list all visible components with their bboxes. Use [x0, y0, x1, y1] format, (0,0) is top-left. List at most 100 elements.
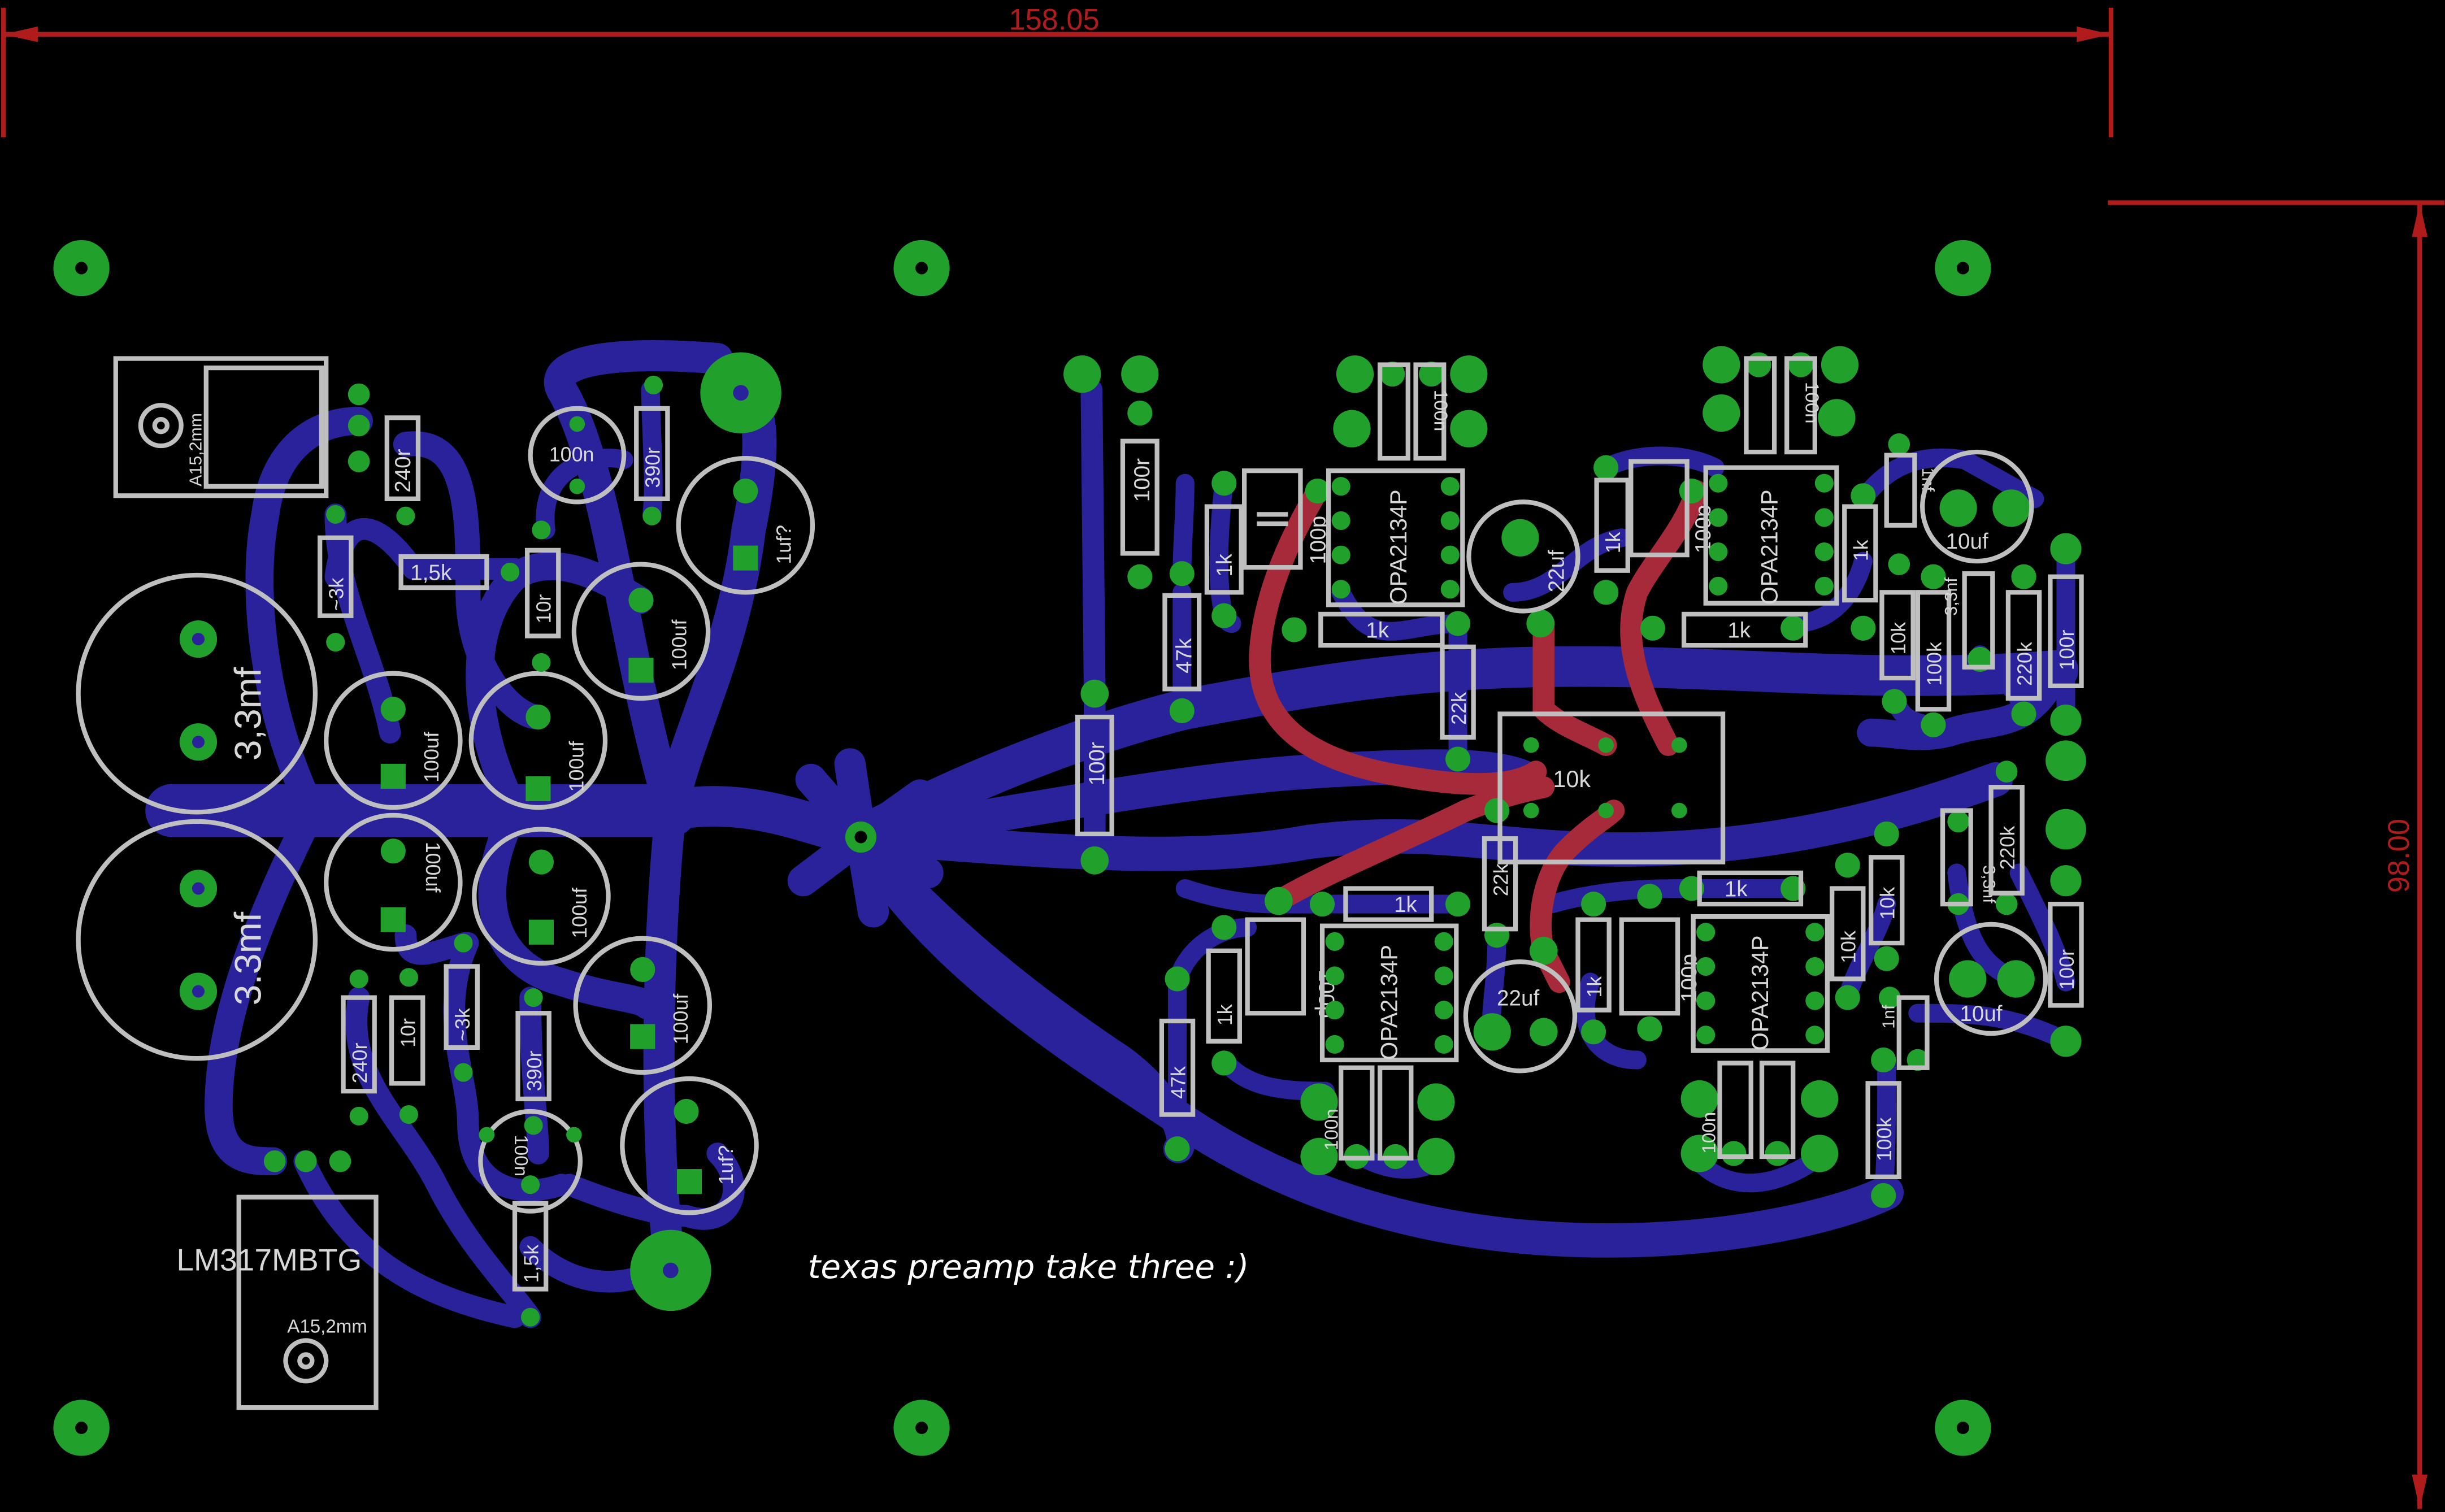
cap-100n-c: 100n	[1322, 1065, 1414, 1161]
cap-10uf-a: 10uf	[1920, 449, 2034, 564]
resistor-240r-bottom-label: 240r	[349, 1043, 371, 1084]
resistor-240r-top-label: 240r	[391, 449, 415, 492]
resistor-1k-h: 1k	[1575, 917, 1612, 1013]
board-caption: texas preamp take three :)	[808, 1248, 1249, 1286]
dimension-width: 158.05	[1, 3, 2114, 137]
resistor-1k-e: 1k	[1842, 504, 1878, 603]
cap-100uf-a-label: 100uf	[668, 619, 690, 670]
cap-3-3nf-a: 3,3nf	[1942, 571, 1995, 670]
resistor-3k-top-label: ~3k	[325, 578, 348, 611]
resistor-10r-bottom: 10r	[389, 995, 425, 1086]
cap-3-3mf-bottom-label: 3.3mf	[227, 911, 269, 1005]
resistor-1k-c: 1k	[1594, 477, 1630, 573]
resistor-1k-e-label: 1k	[1850, 540, 1873, 561]
cap-1nf-b: 1nf	[1880, 995, 1930, 1070]
cap-1uf-bottom-label: 1uf?	[715, 1145, 737, 1185]
resistor-1k-g-label: 1k	[1214, 1004, 1236, 1026]
resistor-1-5k-top-label: 1,5k	[410, 561, 452, 585]
opamp-ic-4: OPA2134P	[1691, 914, 1830, 1053]
cap-100n-a: 100n	[1377, 362, 1451, 461]
resistor-10k-b-label: 10k	[1838, 931, 1860, 963]
resistor-100r-b: 100r	[1075, 714, 1114, 837]
regulator-bottom-name: LM317MBTG	[176, 1242, 362, 1277]
cap-100n-b-label: 100n	[1801, 382, 1822, 424]
cap-100uf-d-label: 100uf	[422, 842, 444, 893]
resistor-3k-bottom: ~3k	[444, 964, 480, 1050]
dimension-height-label: 98.00	[2383, 819, 2416, 893]
resistor-1k-a-label: 1k	[1213, 553, 1237, 576]
regulator-top-package: A15,2mm	[187, 413, 206, 486]
resistor-100k-b-label: 100k	[1873, 1117, 1896, 1161]
cap-22uf-b-label: 22uf	[1497, 986, 1539, 1010]
resistor-3k-bottom-label: ~3k	[451, 1008, 474, 1041]
resistor-1k-b: 1k	[1318, 611, 1445, 648]
psu-section: A15,2mm 3,3mf 3.3mf 240r ~3k 1,5k	[76, 356, 815, 1410]
resistor-10r-top-label: 10r	[532, 594, 555, 624]
resistor-220k-b: 220k	[1988, 785, 2025, 896]
cap-3-3mf-top-label: 3,3mf	[227, 667, 269, 761]
cap-1uf-bottom: 1uf?	[620, 1076, 759, 1215]
resistor-1k-i-label: 1k	[1725, 877, 1748, 901]
resistor-22k-b-label: 22k	[1489, 863, 1512, 896]
cap-10uf-b: 10uf	[1934, 922, 2048, 1036]
cap-100p-c: 100p	[1245, 917, 1339, 1018]
resistor-220k-a-label: 220k	[2013, 642, 2036, 686]
cap-100n-bottom-label: 100n	[510, 1135, 531, 1176]
resistor-1k-g: 1k	[1206, 948, 1242, 1044]
resistor-1k-f-label: 1k	[1394, 893, 1417, 917]
amp-section: 100r 100r 1k 47k 100p OPA2134P 100n	[1063, 346, 2086, 1209]
resistor-240r-top: 240r	[384, 415, 421, 501]
mounting-hole	[53, 240, 110, 297]
resistor-100r-a: 100r	[1120, 438, 1159, 556]
resistor-100r-d: 100r	[2048, 901, 2084, 1008]
cap-3-3mf-bottom: 3.3mf	[76, 819, 318, 1061]
resistor-10r-top: 10r	[524, 548, 561, 638]
cap-100n-d-label: 100n	[1699, 1112, 1719, 1154]
resistor-47k-a-label: 47k	[1172, 638, 1196, 674]
resistor-10k-b: 10k	[1830, 886, 1866, 981]
cap-22uf-a-label: 22uf	[1545, 550, 1569, 592]
resistor-390r-bottom-label: 390r	[523, 1050, 546, 1091]
resistor-100k-b: 100k	[1865, 1081, 1901, 1180]
mounting-hole	[893, 240, 950, 297]
cap-22uf-b: 22uf	[1463, 959, 1578, 1074]
cap-1nf-b-label: 1nf	[1880, 1005, 1899, 1029]
resistor-100r-a-label: 100r	[1130, 458, 1154, 502]
opamp-ic-3: OPA2134P	[1319, 923, 1459, 1063]
cap-1uf-top: 1uf?	[676, 455, 815, 595]
resistor-1k-d: 1k	[1681, 611, 1808, 648]
resistor-100r-d-label: 100r	[2056, 949, 2078, 990]
resistor-240r-bottom: 240r	[341, 995, 377, 1094]
regulator-top: A15,2mm	[113, 356, 370, 498]
opamp-ic-1: OPA2134P	[1326, 468, 1465, 607]
resistor-220k-b-label: 220k	[1996, 826, 2019, 870]
resistor-10r-bottom-label: 10r	[397, 1018, 419, 1048]
dimension-width-label: 158.05	[1009, 3, 1099, 36]
resistor-390r-top: 390r	[634, 406, 670, 501]
resistor-1k-i: 1k	[1697, 870, 1804, 907]
cap-100uf-d: 100uf	[324, 813, 463, 952]
resistor-22k-b: 22k	[1482, 836, 1518, 932]
pot-10k-label: 10k	[1553, 766, 1591, 792]
resistor-1-5k-bottom-label: 1,5k	[520, 1245, 542, 1283]
opamp-ic-3-label: OPA2134P	[1376, 945, 1402, 1060]
cap-3-3nf-b-label: 3,3nf	[1979, 865, 1998, 903]
cap-100n-bottom: 100n	[478, 1109, 583, 1214]
resistor-47k-a: 47k	[1162, 593, 1202, 692]
resistor-1-5k-top: 1,5k	[398, 554, 489, 590]
opamp-ic-2-label: OPA2134P	[1757, 489, 1783, 605]
pot-10k: 10k	[1497, 711, 1726, 864]
star-ground-pad	[845, 821, 877, 853]
cap-100p-d-label: 100p	[1677, 954, 1701, 1002]
resistor-1k-a: 1k	[1204, 504, 1244, 595]
cap-3-3nf-a-label: 3,3nf	[1942, 577, 1961, 616]
power-input-pads	[630, 352, 781, 1311]
regulator-bottom: LM317MBTG A15,2mm	[176, 1150, 379, 1410]
input-pads	[1063, 346, 2086, 1209]
cap-22uf-a: 22uf	[1466, 499, 1580, 614]
opamp-ic-4-label: OPA2134P	[1747, 935, 1773, 1050]
cap-3-3nf-b: 3,3nf	[1940, 808, 1998, 907]
mounting-hole	[53, 1400, 110, 1456]
cap-100n-top: 100n	[528, 406, 627, 505]
